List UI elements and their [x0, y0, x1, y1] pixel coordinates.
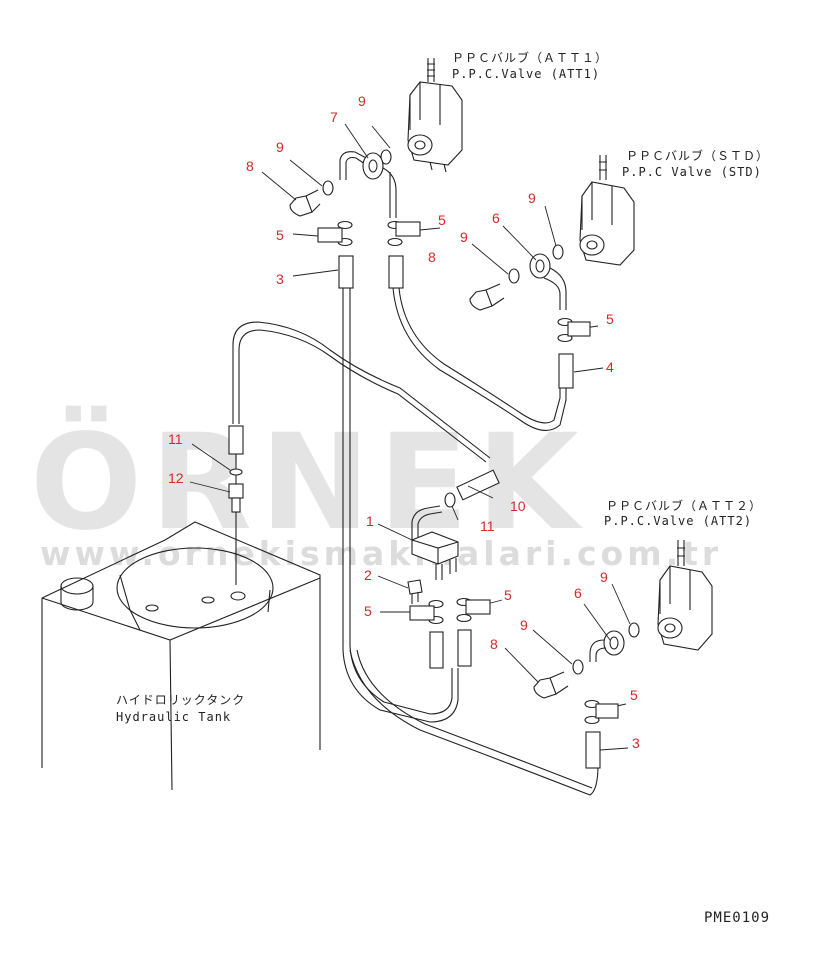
callout-9: 9 — [358, 93, 366, 109]
callout-3: 3 — [276, 271, 284, 287]
hose-end-tank — [228, 425, 244, 455]
fittings-5-att1 — [337, 220, 404, 289]
banjo-elbow-6-att2 — [589, 630, 625, 662]
hydraulic-tank — [41, 521, 321, 791]
callout-5: 5 — [504, 587, 512, 603]
banjo-bolt-8-std — [469, 283, 505, 311]
hose-4 — [392, 287, 567, 431]
ppc-valve-att1 — [407, 58, 463, 173]
ppc-valve-std — [579, 155, 635, 266]
banjo-bolt-8-att1 — [289, 189, 321, 217]
label-ppc-std-en: P.P.C Valve (STD) — [622, 165, 762, 179]
watermark-url: www.orn​ekismakinalari.com.tr — [40, 534, 722, 573]
callout-5: 5 — [630, 687, 638, 703]
callout-12: 12 — [168, 470, 184, 486]
callout-7: 7 — [330, 109, 338, 125]
callout-9: 9 — [600, 569, 608, 585]
oring-9-att1b — [322, 180, 334, 196]
component-labels: ＰＰＣバルブ（ＡＴＴ１） P.P.C.Valve (ATT1) ＰＰＣバルブ（Ｓ… — [116, 50, 769, 724]
oring-11b — [444, 492, 456, 508]
callout-1: 1 — [366, 513, 374, 529]
callout-3: 3 — [632, 735, 640, 751]
callout-10: 10 — [510, 498, 526, 514]
watermark: ÖRNEK www.orn​ekismakinalari.com.tr — [30, 406, 722, 573]
oring-9-std — [552, 244, 564, 260]
label-tank-jp: ハイドロリックタンク — [116, 693, 245, 707]
label-ppc-att2-jp: ＰＰＣバルブ（ＡＴＴ２） — [606, 498, 762, 513]
oring-9-att2b — [572, 659, 584, 675]
callout-5: 5 — [438, 212, 446, 228]
return-hose-upper — [232, 321, 491, 459]
callout-numbers: 9 7 9 8 5 5 3 8 9 6 9 5 4 11 12 10 11 1 … — [168, 93, 640, 751]
hose-3-long — [342, 288, 459, 723]
callout-11: 11 — [480, 518, 495, 534]
label-ppc-att2-en: P.P.C.Valve (ATT2) — [604, 514, 752, 528]
oring-9-att1 — [380, 149, 392, 165]
callout-9: 9 — [520, 617, 528, 633]
label-ppc-std-jp: ＰＰＣバルブ（ＳＴＤ） — [626, 148, 769, 163]
callout-9: 9 — [460, 229, 468, 245]
callout-9: 9 — [528, 190, 536, 206]
hose-10 — [456, 469, 500, 501]
banjo-bolt-8-att2 — [533, 671, 569, 699]
oring-9-att2 — [628, 622, 640, 638]
fittings-5-block — [428, 597, 472, 669]
callout-9: 9 — [276, 139, 284, 155]
oring-9-stdb — [508, 268, 520, 284]
ppc-valve-att2 — [657, 540, 713, 651]
callout-11: 11 — [168, 431, 183, 447]
callout-4: 4 — [606, 359, 614, 375]
label-tank-en: Hydraulic Tank — [116, 710, 231, 724]
callout-8: 8 — [246, 158, 254, 174]
oring-11 — [229, 468, 243, 476]
elbow-12 — [228, 483, 244, 499]
drawing-code: PME0109 — [704, 910, 770, 926]
label-ppc-att1-jp: ＰＰＣバルブ（ＡＴＴ１） — [452, 50, 608, 65]
callout-6: 6 — [574, 585, 582, 601]
banjo-elbow-7 — [339, 151, 397, 218]
callout-5: 5 — [364, 603, 372, 619]
label-ppc-att1-en: P.P.C.Valve (ATT1) — [452, 67, 600, 81]
callout-8: 8 — [490, 636, 498, 652]
callout-8: 8 — [428, 249, 436, 265]
callout-6: 6 — [492, 210, 500, 226]
fitting-5-tags — [317, 221, 619, 719]
bolt-2 — [407, 579, 423, 604]
banjo-elbow-6-std — [529, 253, 567, 310]
callout-5: 5 — [276, 227, 284, 243]
block-1 — [411, 505, 459, 580]
callout-2: 2 — [364, 567, 372, 583]
callout-5: 5 — [606, 311, 614, 327]
